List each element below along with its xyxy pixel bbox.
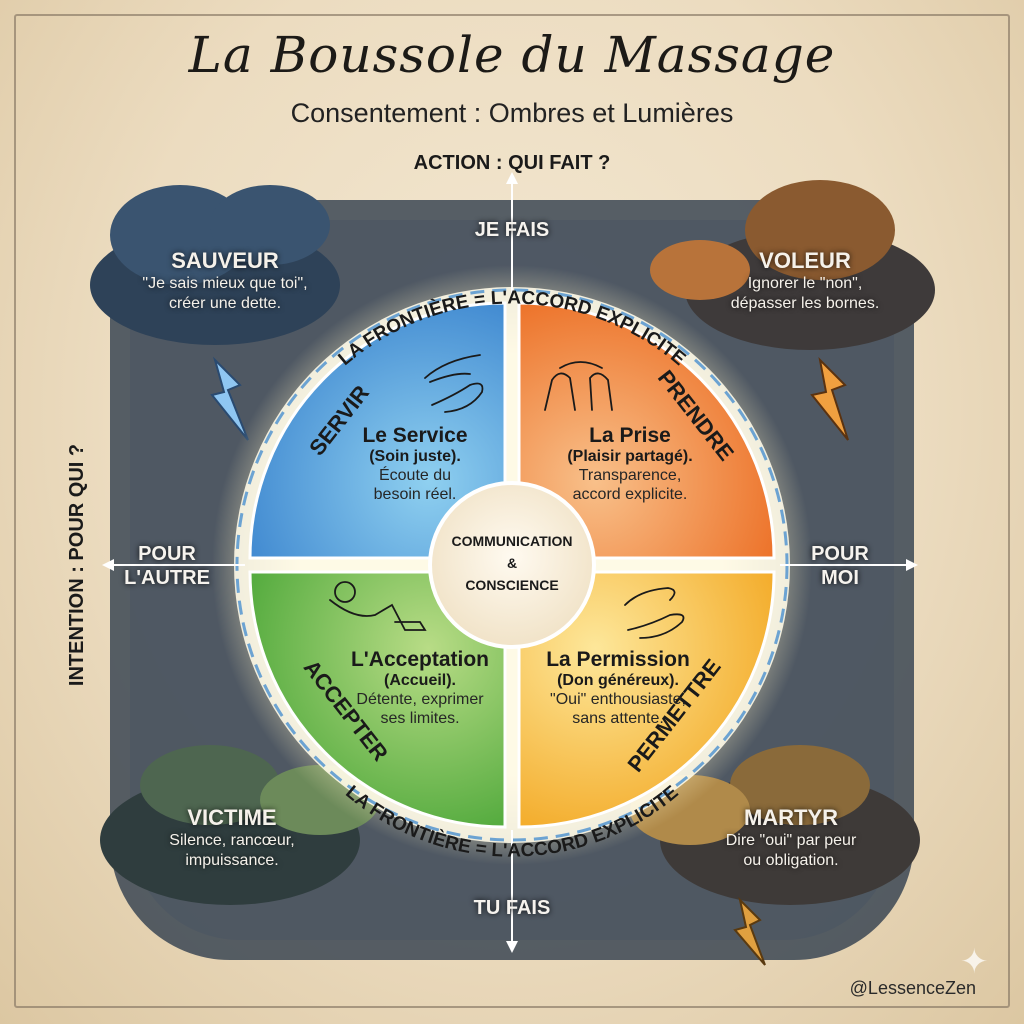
center-line2: & [506,555,518,571]
direction-pour-moi: POUR MOI [805,542,875,590]
quadrant-text-service: Le Service (Soin juste). Écoute du besoi… [330,424,500,504]
quadrant-title: L'Acceptation [350,648,489,671]
reclining-person-icon [329,581,427,631]
offering-hands-icon [624,587,685,639]
intention-axis-title: INTENTION : POUR QUI ? [66,443,88,687]
shadow-name: VOLEUR [759,248,851,273]
page-frame [14,14,1010,1008]
sparkle-icon: ✦ [960,943,989,981]
arrow-down-icon [506,941,518,953]
cloud-sauveur [90,185,340,345]
quadrant-subtitle: (Accueil). [383,672,456,689]
shadow-name: MARTYR [743,805,839,830]
quadrant-title: La Permission [546,648,690,671]
quadrant-title: La Prise [589,424,671,447]
shadow-desc: Dire "oui" par peur [725,832,857,849]
shadow-victime: VICTIME Silence, rancœur, impuissance. [107,805,357,871]
shadow-desc: "Je sais mieux que toi", [142,275,308,292]
quadrant-desc: Écoute du [378,467,452,484]
shadow-voleur: VOLEUR Ignorer le "non", dépasser les bo… [680,248,930,314]
direction-tu-fais: TU FAIS [473,897,551,919]
quadrant-subtitle: (Soin juste). [369,448,461,465]
quadrant-text-acceptation: L'Acceptation (Accueil). Détente, exprim… [325,648,515,728]
quadrant-desc: ses limites. [380,710,460,727]
shadow-desc: Silence, rancœur, [169,832,295,849]
cloud-voleur [650,180,935,350]
shadow-martyr: MARTYR Dire "oui" par peur ou obligation… [666,805,916,871]
shadow-sauveur: SAUVEUR "Je sais mieux que toi", créer u… [100,248,350,314]
direction-je-fais: JE FAIS [474,219,550,241]
action-axis-title: ACTION : QUI FAIT ? [413,152,611,174]
center-line1: COMMUNICATION [451,533,573,549]
quadrant-subtitle: (Plaisir partagé). [567,448,693,465]
direction-pour-l-autre-line1: POUR [138,543,196,565]
quadrant-subtitle: (Don généreux). [557,672,679,689]
quadrant-text-permission: La Permission (Don généreux). "Oui" enth… [518,648,718,728]
center-circle [428,481,596,649]
quadrant-desc: accord explicite. [572,486,688,503]
lightning-orange-icon [810,357,849,441]
lightning-gold-icon [733,896,766,966]
giving-hands-icon [424,354,484,413]
page-title: La Boussole du Massage [188,26,836,84]
quadrant-text-prise: La Prise (Plaisir partagé). Transparence… [525,424,735,504]
center-line3: CONSCIENCE [465,577,559,593]
center-label: COMMUNICATION & CONSCIENCE [432,530,592,596]
shadow-desc: ou obligation. [743,852,839,869]
author-credit: @LessenceZen [849,978,976,998]
cloud-martyr [630,745,920,905]
quadrant-prendre[interactable] [517,301,776,560]
massaging-hands-icon [544,361,613,411]
quadrant-desc: sans attente. [572,710,664,727]
shadow-desc: Ignorer le "non", [747,275,863,292]
arrow-right-icon [906,559,918,571]
quadrant-desc: besoin réel. [373,486,457,503]
quadrant-desc: Détente, exprimer [356,691,484,708]
quadrant-desc: "Oui" enthousiaste, [550,691,686,708]
direction-pour-l-autre: POUR L'AUTRE [117,542,217,590]
direction-pour-l-autre-line2: L'AUTRE [124,567,210,589]
direction-pour-moi-line2: MOI [821,567,859,589]
quadrant-title: Le Service [362,424,468,447]
arrow-left-icon [102,559,114,571]
page-subtitle: Consentement : Ombres et Lumières [290,98,734,128]
shadow-desc: dépasser les bornes. [730,295,880,312]
shadow-desc: créer une dette. [168,295,282,312]
shadow-name: SAUVEUR [171,248,279,273]
shadow-desc: impuissance. [185,852,279,869]
quadrant-accepter[interactable] [248,570,507,829]
arrow-up-icon [506,172,518,184]
shadow-name: VICTIME [187,805,277,830]
direction-pour-moi-line1: POUR [811,543,869,565]
quadrant-desc: Transparence, [578,467,682,484]
quadrant-permettre[interactable] [517,570,776,829]
